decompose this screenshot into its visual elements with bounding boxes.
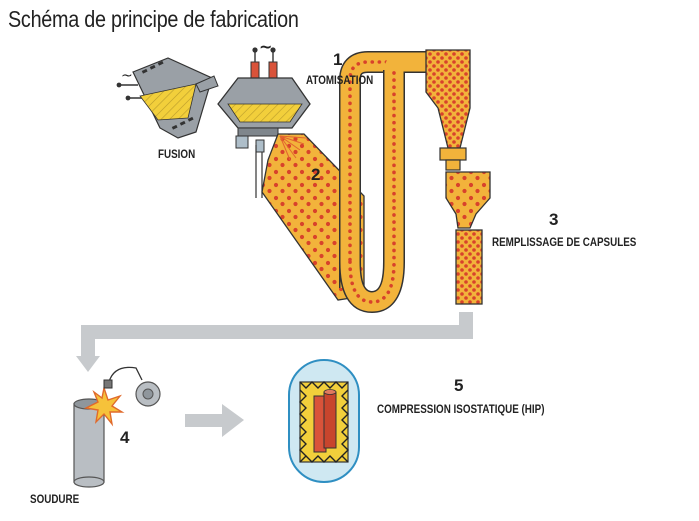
compression-label: COMPRESSION ISOSTATIQUE (HIP) — [377, 402, 545, 416]
welding-torch-icon — [103, 366, 161, 407]
powder-hopper — [445, 171, 491, 229]
step-number-2: 2 — [311, 165, 321, 184]
welding-spark-icon — [83, 385, 125, 427]
step-number-3: 3 — [549, 210, 559, 229]
step-number-5: 5 — [454, 376, 464, 395]
soudure-label: SOUDURE — [30, 492, 80, 506]
welding-capsule — [73, 398, 105, 488]
powder-cyclone — [425, 49, 471, 171]
diagram-title: Schéma de principe de fabrication — [8, 6, 299, 32]
ac-symbol-small: ~ — [121, 68, 133, 84]
remplissage-label: REMPLISSAGE DE CAPSULES — [492, 235, 637, 249]
step-number-1: 1 — [333, 50, 343, 69]
fusion-furnace — [116, 57, 219, 139]
ac-symbol-large: ~ — [259, 37, 272, 56]
flow-arrow-capsule-to-soudure — [76, 312, 473, 372]
atomisation-label: ATOMISATION — [306, 73, 374, 87]
atomisation-unit — [217, 47, 311, 198]
fusion-label: FUSION — [158, 147, 196, 161]
step-number-4: 4 — [120, 428, 130, 447]
powder-capsule — [455, 229, 483, 305]
flow-arrow-soudure-to-hip — [185, 404, 244, 437]
hip-vessel — [288, 359, 360, 483]
